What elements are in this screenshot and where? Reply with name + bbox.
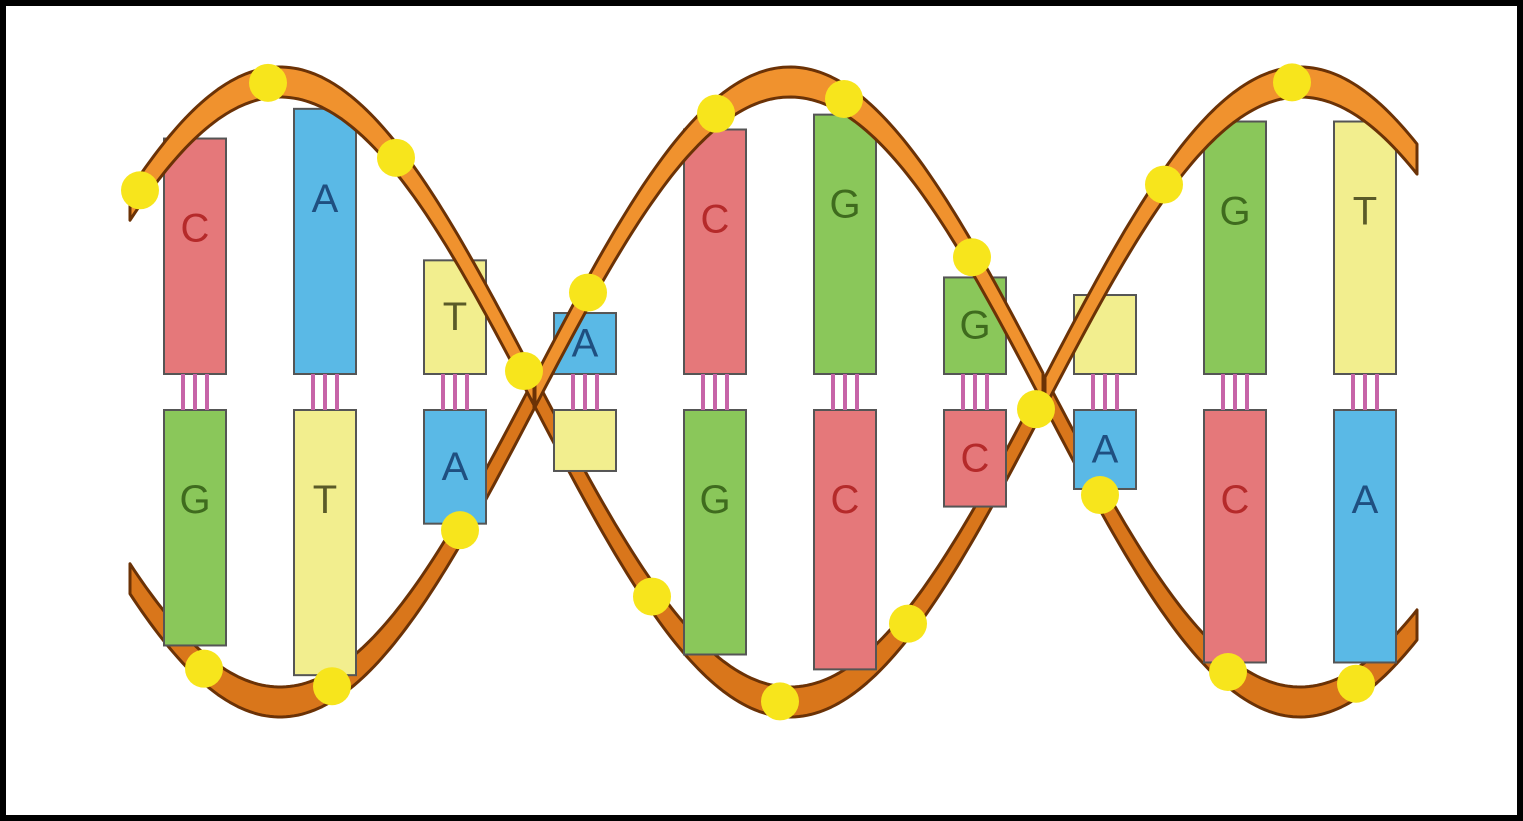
phosphate-dot — [953, 238, 991, 276]
base-pair: AT — [294, 109, 356, 675]
nucleotide-label: A — [1352, 478, 1379, 522]
nucleotide-C-block — [814, 410, 876, 669]
nucleotide-label: C — [181, 207, 210, 251]
phosphate-dot — [1273, 63, 1311, 101]
nucleotide-label: C — [831, 478, 860, 522]
nucleotide-label: T — [1353, 190, 1377, 234]
nucleotide-C-block — [684, 129, 746, 374]
nucleotide-T-block — [554, 410, 616, 471]
phosphate-dot — [569, 274, 607, 312]
phosphate-dot — [761, 682, 799, 720]
nucleotide-T-block — [294, 410, 356, 675]
nucleotide-label: G — [829, 183, 860, 227]
nucleotide-G-block — [164, 410, 226, 645]
nucleotide-G-block — [1204, 122, 1266, 374]
nucleotide-label: T — [443, 295, 467, 339]
nucleotide-C-block — [1204, 410, 1266, 662]
base-pair: CG — [164, 139, 226, 646]
phosphate-dot — [889, 605, 927, 643]
phosphate-dot — [697, 95, 735, 133]
nucleotide-G-block — [814, 115, 876, 374]
phosphate-dot — [505, 352, 543, 390]
nucleotide-label: T — [313, 478, 337, 522]
nucleotide-label: A — [1092, 427, 1119, 471]
phosphate-dot — [441, 511, 479, 549]
nucleotide-label: C — [961, 436, 990, 480]
phosphate-dot — [1337, 665, 1375, 703]
phosphate-dot — [249, 64, 287, 102]
base-pair: TA — [1334, 122, 1396, 663]
nucleotide-label: A — [442, 445, 469, 489]
base-pair: CG — [684, 129, 746, 654]
phosphate-dot — [1081, 476, 1119, 514]
phosphate-dot — [185, 650, 223, 688]
phosphate-dot — [633, 578, 671, 616]
nucleotide-label: A — [312, 177, 339, 221]
nucleotide-label: G — [179, 478, 210, 522]
phosphate-dot — [377, 139, 415, 177]
phosphate-dot — [313, 667, 351, 705]
nucleotide-label: G — [1219, 190, 1250, 234]
nucleotide-label: G — [959, 304, 990, 348]
nucleotide-label: G — [699, 478, 730, 522]
nucleotide-G-block — [684, 410, 746, 655]
nucleotide-A-block — [1334, 410, 1396, 662]
phosphate-dot — [121, 171, 159, 209]
phosphate-dot — [1209, 653, 1247, 691]
nucleotide-T-block — [1334, 122, 1396, 374]
phosphate-dot — [825, 80, 863, 118]
phosphate-dot — [1017, 390, 1055, 428]
nucleotide-label: C — [701, 197, 730, 241]
nucleotide-A-block — [294, 109, 356, 374]
base-pair: GC — [1204, 122, 1266, 663]
nucleotide-C-block — [164, 139, 226, 374]
phosphate-dot — [1145, 166, 1183, 204]
base-pair: GC — [814, 115, 876, 670]
nucleotide-label: C — [1221, 478, 1250, 522]
